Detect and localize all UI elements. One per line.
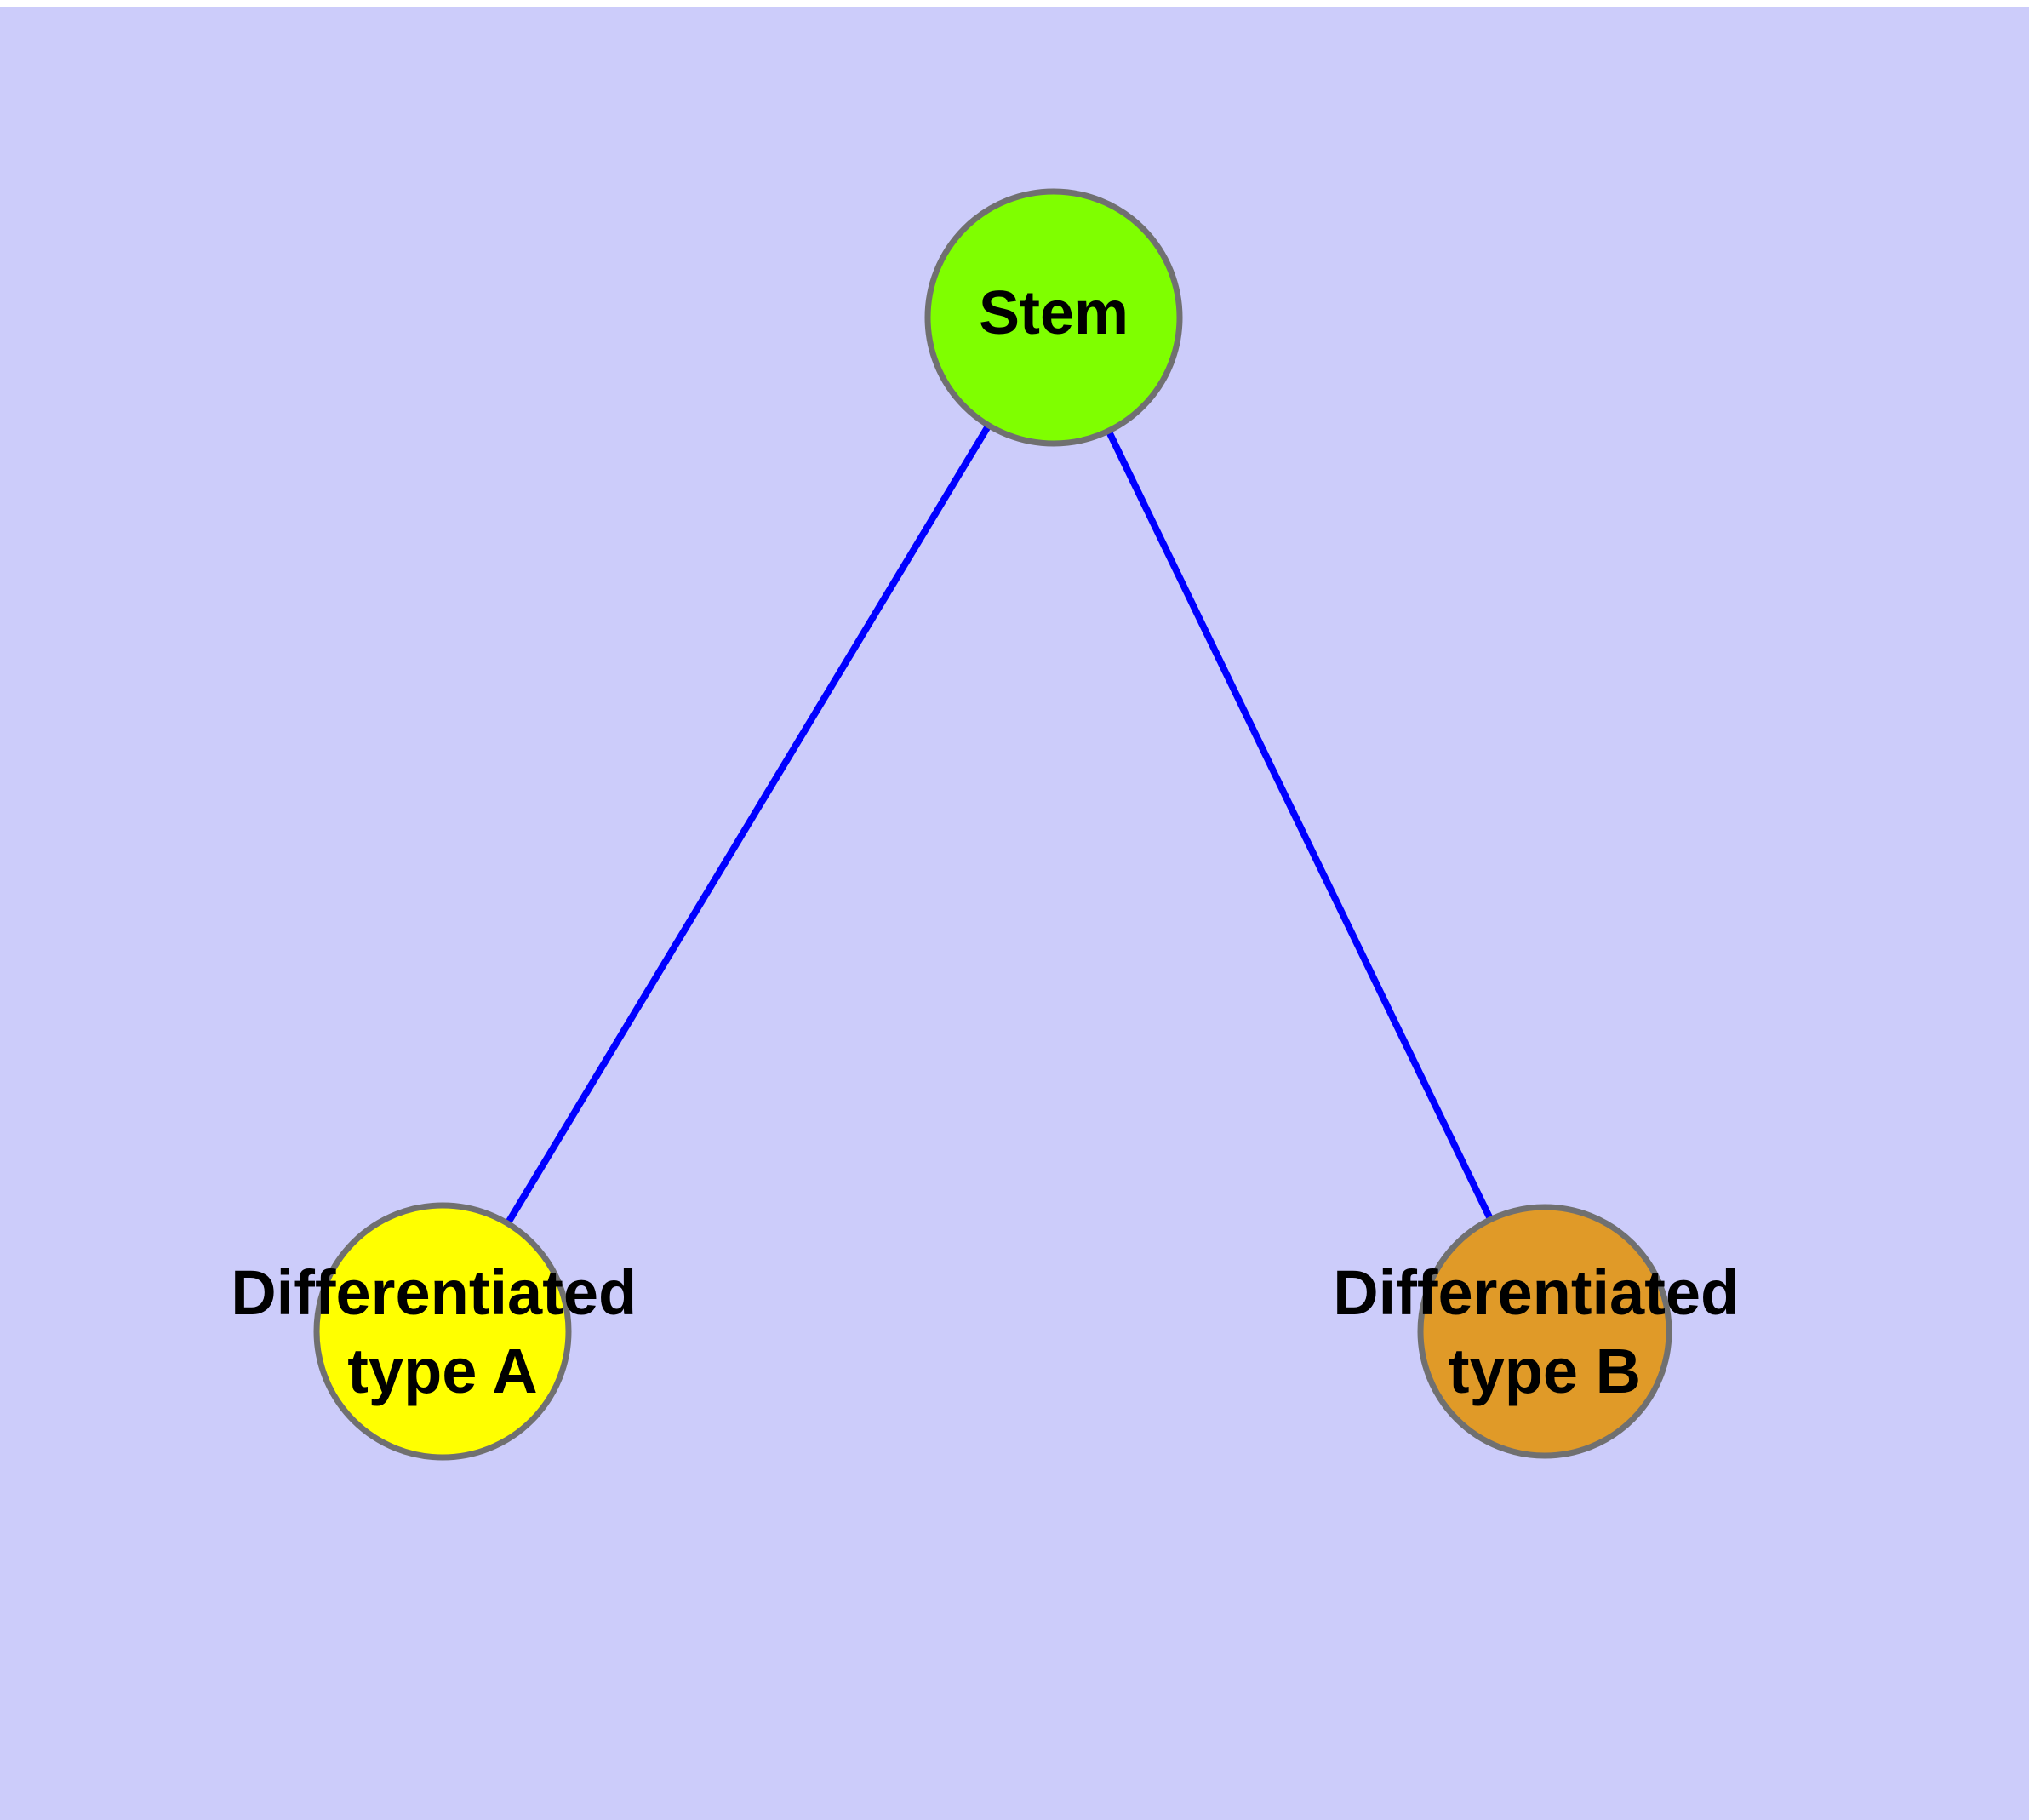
graph-svg: Stem Differentiated type A Differentiate… (231, 188, 1757, 1461)
node-stem[interactable]: Stem (924, 188, 1183, 447)
node-stem-label: Stem (979, 279, 1129, 347)
diagram-plot-area: Stem Differentiated type A Differentiate… (0, 7, 2029, 1820)
node-stem-circle[interactable] (924, 188, 1183, 447)
node-type-a[interactable]: Differentiated type A (231, 1202, 654, 1461)
node-type-b-label-line-1: Differentiated (1333, 1257, 1739, 1328)
edge-stem-to-type-a[interactable] (439, 315, 1057, 1334)
nodes-layer: Stem Differentiated type A Differentiate… (231, 188, 1757, 1461)
edge-stem-to-type-b[interactable] (1050, 316, 1548, 1333)
node-type-b[interactable]: Differentiated type B (1333, 1204, 1757, 1459)
node-stem-label-line-1: Stem (979, 279, 1129, 347)
node-type-b-label-line-2: type B (1449, 1335, 1641, 1405)
edges-layer (439, 315, 1548, 1334)
node-type-a-label: Differentiated type A (231, 1257, 654, 1406)
node-type-b-circle[interactable] (1417, 1204, 1672, 1459)
node-type-a-label-line-1: Differentiated (231, 1257, 637, 1328)
node-type-b-label: Differentiated type B (1333, 1257, 1757, 1406)
node-type-a-circle[interactable] (313, 1202, 572, 1461)
node-type-a-label-line-2: type A (347, 1335, 537, 1405)
